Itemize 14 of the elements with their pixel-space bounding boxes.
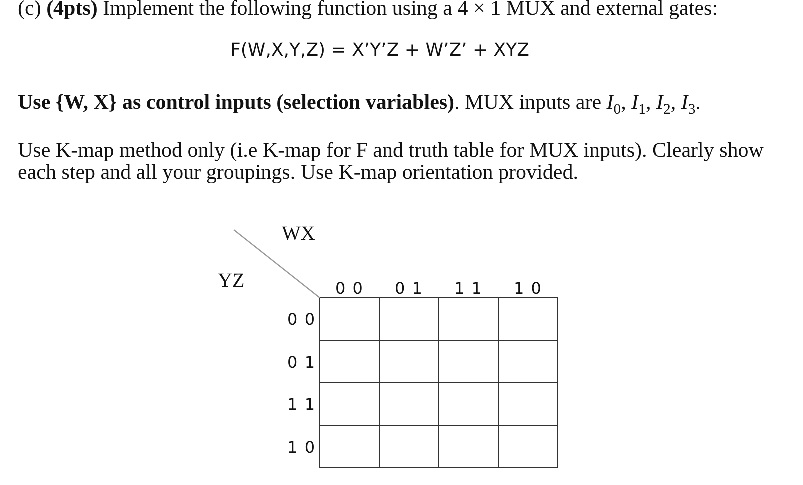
column-code-label: 0 0 (334, 279, 365, 298)
row-code-label: 1 1 (286, 395, 316, 414)
function-formula: F(W,X,Y,Z) = X’Y’Z + W’Z’ + XYZ (230, 40, 530, 61)
row-code-label: 1 0 (286, 438, 316, 456)
column-code-label: 0 1 (394, 279, 424, 298)
row-variables-label: YZ (218, 270, 245, 293)
instruction-paragraph: Use K-map method only (i.e K-map for F and truth table for MUX inputs). Clearly show each step and all your groupings. Use K-map orientation provided. (18, 139, 765, 183)
row-code-label: 0 1 (286, 352, 316, 372)
instruction-text: Use {W, X} as control inputs (selection variables). MUX inputs are I$_{0}$, I$_{1}$, I$_{2}$, I$_{3}$. (18, 90, 701, 120)
column-code-label: 1 1 (454, 279, 484, 298)
question-heading: (c) (4pts) Implement the following function using a 4 × 1 MUX and external gates: (18, 0, 718, 21)
column-variables-label: WX (282, 223, 316, 246)
column-code-label: 1 0 (513, 279, 544, 298)
row-code-label: 0 0 (286, 310, 316, 329)
